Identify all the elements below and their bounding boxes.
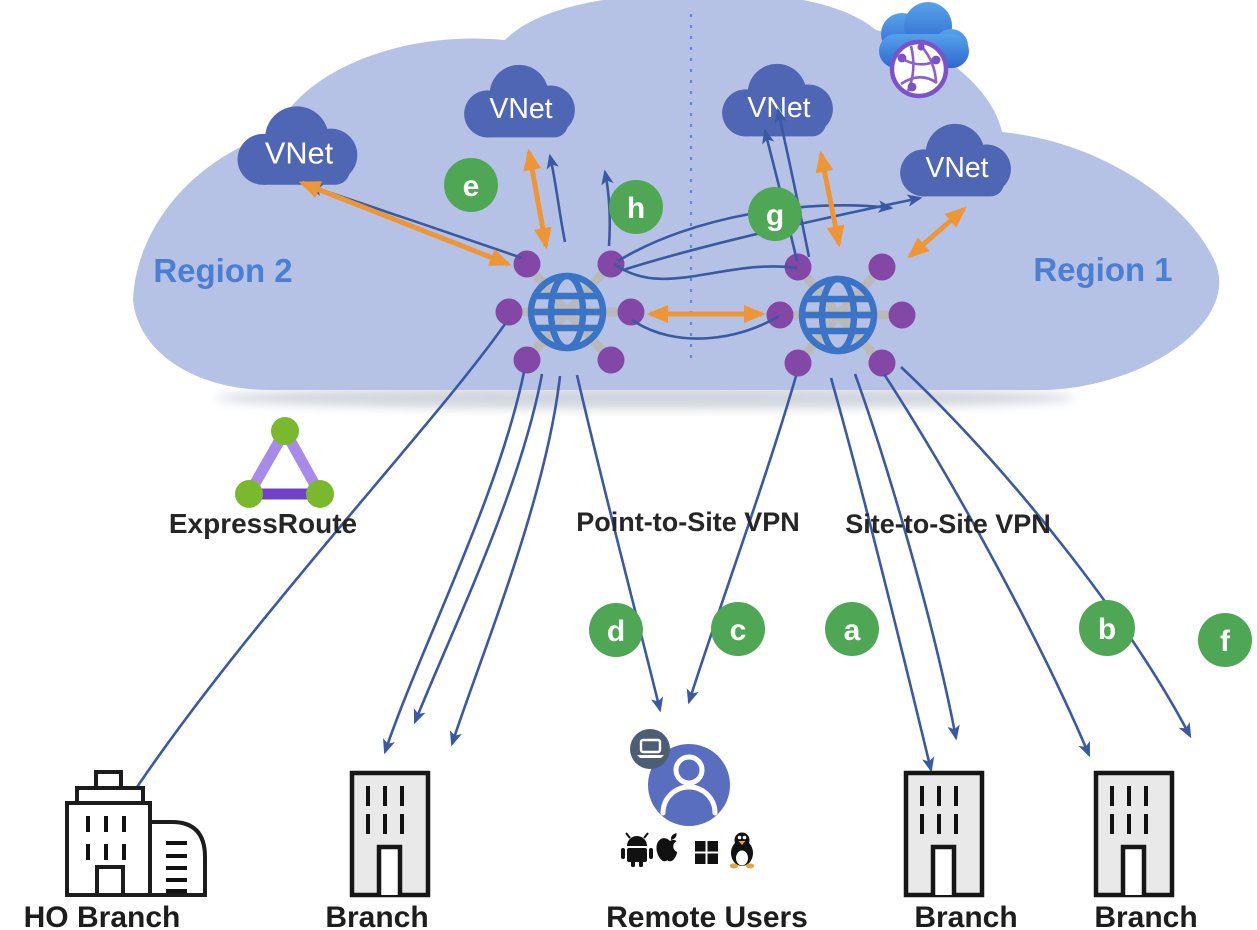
virtual-hub-region1 — [766, 253, 916, 377]
wan-globe-ring — [889, 39, 949, 99]
badge-g: g — [748, 187, 802, 241]
region-1-label: Region 1 — [1033, 251, 1172, 288]
arrow-hub1-to-branch5 — [900, 366, 1192, 739]
arrow-hub2-to-remote-users — [575, 374, 664, 713]
arrow-hub1-to-remote-users — [686, 375, 798, 705]
virtual-hub-region2 — [495, 250, 645, 374]
hub-endpoint-dots — [766, 253, 916, 377]
branch3-building-icon — [903, 770, 985, 898]
remote-users-group — [621, 729, 755, 869]
letter-badges: e h g d c a b f — [444, 158, 1252, 667]
windows-icon — [695, 841, 718, 864]
laptop-badge — [630, 729, 670, 769]
badge-h-label: h — [627, 192, 645, 225]
peering-vnet4-hub1 — [907, 206, 967, 259]
hub-to-hub-link-lower — [631, 314, 780, 340]
badge-a: a — [825, 602, 879, 656]
orange-peering-arrows — [298, 148, 967, 323]
peering-vnet1-hub2 — [298, 180, 512, 267]
peering-vnet3-hub1 — [815, 150, 845, 248]
ho-branch-label: HO Branch — [24, 901, 181, 930]
badge-c-label: c — [730, 614, 747, 647]
ho-branch-building-icon — [65, 770, 207, 897]
badge-c: c — [711, 602, 765, 656]
arrow-hub1-to-branch3-a — [829, 377, 935, 773]
arrow-hub2-to-branch2-c — [449, 375, 562, 747]
branch4-label: Branch — [1094, 901, 1197, 930]
badge-f-label: f — [1220, 625, 1231, 658]
azure-cloud-region-background: Region 2 Region 1 — [133, 0, 1220, 409]
laptop-icon — [639, 738, 662, 754]
vnet-cloud-3: VNet — [722, 63, 833, 137]
apple-icon — [656, 833, 678, 862]
arrow-hub1-to-branch3-b — [853, 373, 960, 741]
hub-globe-icon — [798, 275, 878, 355]
android-icon — [621, 832, 653, 867]
badge-e: e — [444, 158, 498, 212]
azure-cloud-shape — [133, 0, 1220, 390]
arrow-hub2-to-ho-branch — [125, 323, 507, 805]
laptop-base — [637, 755, 664, 758]
arrow-hub2-to-branch2-a — [383, 371, 526, 755]
virtual-wan-icon — [879, 2, 969, 99]
remote-users-label: Remote Users — [606, 901, 808, 930]
arrow-hub2-to-branch2-b — [413, 373, 544, 725]
badge-e-label: e — [463, 170, 480, 203]
arrow-hub1-to-branch4 — [882, 373, 1091, 758]
branch2-building-icon — [349, 770, 431, 898]
badge-b: b — [1079, 600, 1135, 656]
linux-tux-icon — [729, 832, 755, 869]
badge-b-label: b — [1098, 613, 1116, 646]
site-to-site-vpn-label: Site-to-Site VPN — [845, 509, 1051, 539]
point-to-site-vpn-label: Point-to-Site VPN — [576, 507, 800, 537]
expressroute-icon — [235, 417, 334, 508]
os-logos — [621, 832, 755, 869]
branch3-label: Branch — [914, 901, 1017, 930]
hub-endpoint-dots — [495, 250, 645, 374]
vnet-1-label: VNet — [265, 136, 334, 171]
peering-vnet2-hub2 — [523, 148, 552, 250]
badge-h: h — [609, 180, 663, 234]
wan-globe-nodes — [897, 43, 941, 92]
cloud-shadow — [215, 387, 1075, 409]
branch4-building-icon — [1093, 770, 1175, 898]
vnet-cloud-4: VNet — [900, 123, 1011, 197]
vnet-cloud-2: VNet — [464, 64, 575, 138]
vnet-2-label: VNet — [489, 93, 552, 125]
hub-to-hub-link-upper — [613, 262, 798, 281]
vnet-4-label: VNet — [925, 152, 988, 184]
badge-g-label: g — [766, 199, 784, 232]
badge-a-label: a — [844, 614, 861, 647]
expressroute-label: ExpressRoute — [169, 508, 357, 539]
arrow-hub2-to-vnet2 — [546, 153, 567, 243]
branch2-label: Branch — [325, 901, 428, 930]
badge-d-label: d — [607, 615, 625, 648]
user-shoulders — [660, 784, 718, 816]
badge-f: f — [1198, 613, 1252, 667]
vnet-cloud-1: VNet — [237, 106, 358, 185]
region-2-label: Region 2 — [153, 252, 292, 289]
expressroute-nodes — [235, 417, 334, 508]
hub-globe-icon — [527, 272, 607, 352]
arrow-hub1-to-vnet3-b — [774, 107, 811, 258]
user-head — [673, 754, 705, 786]
badge-d: d — [589, 603, 643, 657]
